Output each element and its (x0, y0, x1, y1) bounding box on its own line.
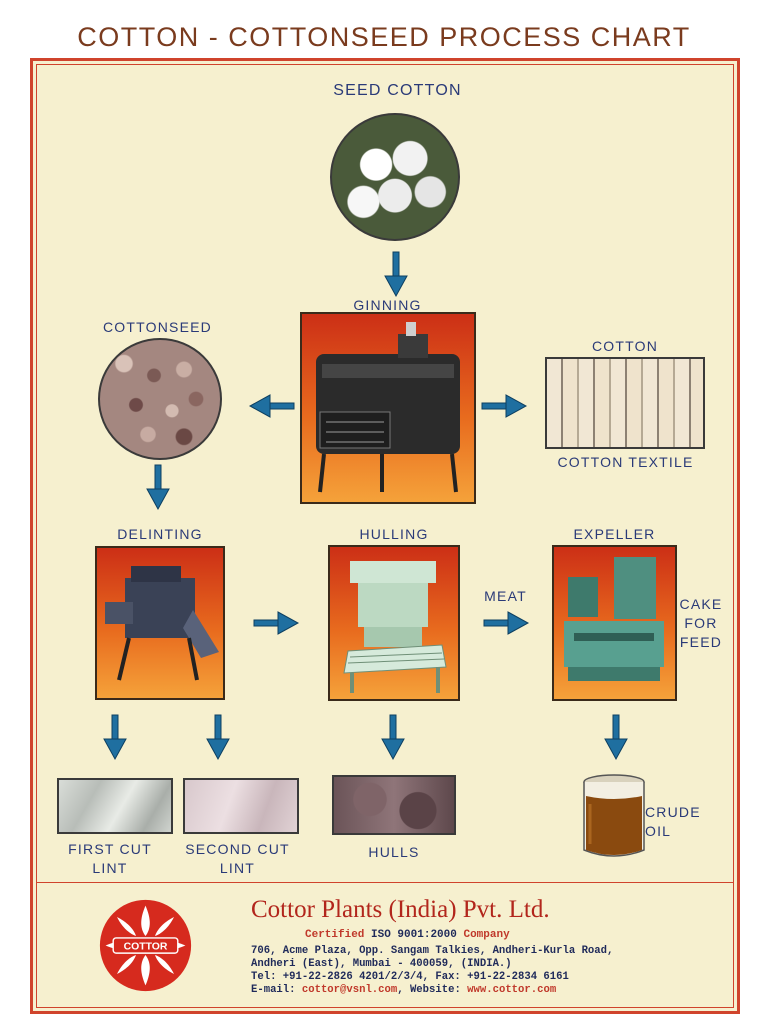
hulling-machine-image (328, 545, 460, 701)
arrow-delinting-to-second-cut-lint (206, 714, 230, 760)
email-link[interactable]: cottor@vsnl.com (301, 984, 398, 996)
expeller-machine-image (552, 545, 677, 701)
label-first-cut-lint: FIRST CUT LINT (68, 841, 152, 876)
second-cut-lint-image (183, 778, 299, 834)
seed-cotton-image (330, 113, 460, 241)
footer-divider (36, 882, 734, 883)
website-label: , Website: (397, 984, 461, 996)
arrow-cottonseed-to-delinting (146, 464, 170, 510)
address-line-2: Andheri (East), Mumbai - 400059, (INDIA.… (251, 958, 512, 970)
arrow-expeller-to-crude-oil (604, 714, 628, 760)
arrow-ginning-to-cottonseed (249, 394, 295, 418)
label-hulling: HULLING (359, 526, 429, 542)
cert-suffix: Company (463, 929, 510, 941)
arrow-hulling-to-hulls (381, 714, 405, 760)
label-crude-oil: CRUDE OIL (645, 804, 701, 839)
website-link[interactable]: www.cottor.com (467, 984, 557, 996)
label-cottonseed: COTTONSEED (103, 319, 212, 335)
label-hulls: HULLS (368, 844, 420, 860)
expeller-machine-drawing (564, 557, 664, 681)
label-ginning: GINNING (353, 297, 422, 313)
company-name: Cottor Plants (India) Pvt. Ltd. (251, 896, 550, 923)
cottonseed-image (98, 338, 222, 460)
cert-prefix: Certified (305, 929, 365, 941)
label-expeller: EXPELLER (573, 526, 656, 542)
label-seed-cotton: SEED COTTON (333, 82, 462, 99)
cottor-logo: COTTOR (99, 899, 192, 992)
hulls-image (332, 775, 456, 835)
delinting-machine-image (95, 546, 225, 700)
first-cut-lint-image (57, 778, 173, 834)
label-cake-for-feed: CAKE FOR FEED (679, 596, 723, 650)
address-line-1: 706, Acme Plaza, Opp. Sangam Talkies, An… (251, 945, 614, 957)
logo-text: COTTOR (124, 941, 168, 952)
delinting-machine-drawing (105, 566, 219, 681)
arrow-seed-cotton-to-ginning (384, 251, 408, 297)
arrow-ginning-to-cotton (481, 394, 527, 418)
cotton-textile-image (545, 357, 705, 449)
phone-fax: Tel: +91-22-2826 4201/2/3/4, Fax: +91-22… (251, 971, 569, 983)
arrow-hulling-to-expeller (483, 611, 529, 635)
label-cotton: COTTON (591, 338, 659, 354)
label-second-cut-lint: SECOND CUT LINT (185, 841, 290, 876)
company-address: 706, Acme Plaza, Opp. Sangam Talkies, An… (251, 945, 613, 997)
cert-iso: ISO 9001:2000 (371, 929, 457, 941)
label-delinting: DELINTING (117, 526, 203, 542)
ginning-machine-drawing (316, 322, 460, 493)
label-cotton-textile: COTTON TEXTILE (557, 454, 694, 470)
chart-frame-inner (36, 64, 734, 1008)
label-meat: MEAT (484, 588, 527, 604)
certification: Certified ISO 9001:2000 Company (305, 929, 510, 941)
page-title: COTTON - COTTONSEED PROCESS CHART (77, 22, 691, 52)
arrow-delinting-to-first-cut-lint (103, 714, 127, 760)
email-label: E-mail: (251, 984, 296, 996)
crude-oil-beaker-image (583, 774, 645, 857)
ginning-machine-image (300, 312, 476, 504)
arrow-delinting-to-hulling (253, 611, 299, 635)
hulling-machine-drawing (343, 561, 447, 693)
